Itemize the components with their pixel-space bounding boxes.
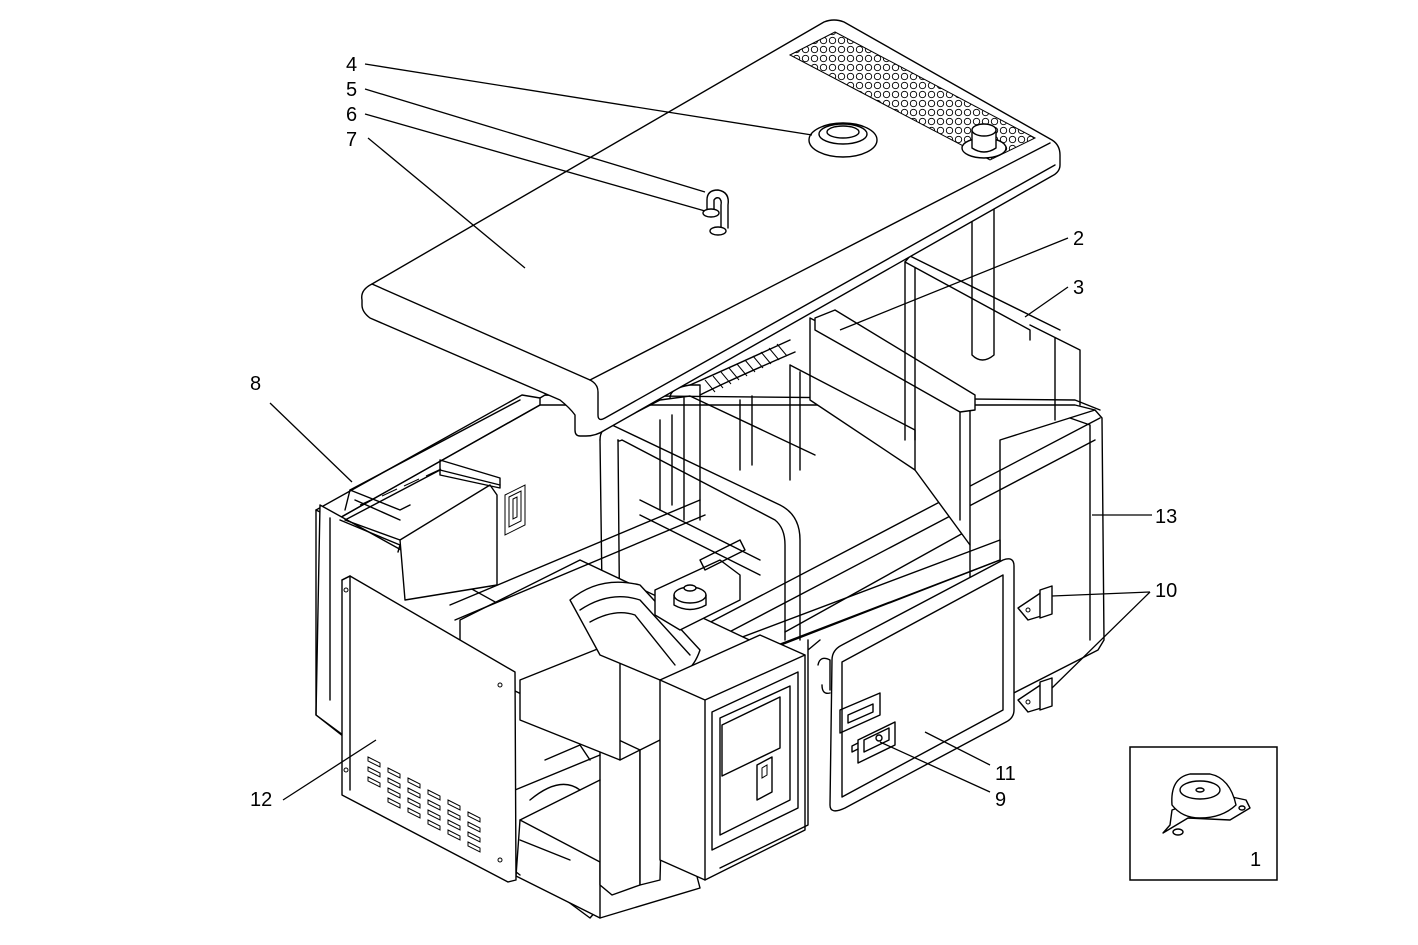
callout-13: 13 xyxy=(1155,506,1177,528)
vibration-isolator xyxy=(1162,773,1251,836)
leader-5 xyxy=(364,88,706,193)
callout-1: 1 xyxy=(1250,849,1261,871)
leader-10b xyxy=(1051,591,1151,689)
callout-10: 10 xyxy=(1155,580,1177,602)
leader-8 xyxy=(269,402,353,483)
leader-lines xyxy=(269,63,1152,801)
leader-3 xyxy=(1024,286,1069,318)
leader-10a xyxy=(1051,591,1151,597)
leader-6 xyxy=(364,113,706,212)
callout-9: 9 xyxy=(995,789,1006,811)
door-hinge-lower xyxy=(1017,677,1053,713)
roof-grommet xyxy=(808,122,878,158)
callout-6: 6 xyxy=(346,104,357,126)
door-latch xyxy=(851,721,896,764)
callout-5: 5 xyxy=(346,79,357,101)
callout-7: 7 xyxy=(346,129,357,151)
leader-7 xyxy=(367,137,526,269)
callout-2: 2 xyxy=(1073,228,1084,250)
leader-4 xyxy=(364,63,813,136)
lifting-eye xyxy=(702,189,729,236)
control-box xyxy=(659,634,821,881)
leader-11 xyxy=(924,731,991,766)
inset-box xyxy=(1129,746,1278,881)
callout-4: 4 xyxy=(346,54,357,76)
roof-panel xyxy=(361,19,1061,437)
access-door xyxy=(817,558,1015,812)
end-panel-louvers xyxy=(367,756,481,853)
leader-2 xyxy=(839,237,1069,331)
callout-3: 3 xyxy=(1073,277,1084,299)
callout-labels: 4 5 6 7 2 3 8 13 10 11 9 12 1 xyxy=(250,54,1261,871)
exhaust-bellows xyxy=(704,343,788,393)
leader-12 xyxy=(282,739,377,801)
callout-8: 8 xyxy=(250,373,261,395)
callout-11: 11 xyxy=(995,763,1016,785)
door-hinge-upper xyxy=(1017,585,1053,621)
end-panel xyxy=(341,575,517,883)
left-louver xyxy=(504,484,526,536)
callout-12: 12 xyxy=(250,789,272,811)
leader-9 xyxy=(879,741,991,793)
